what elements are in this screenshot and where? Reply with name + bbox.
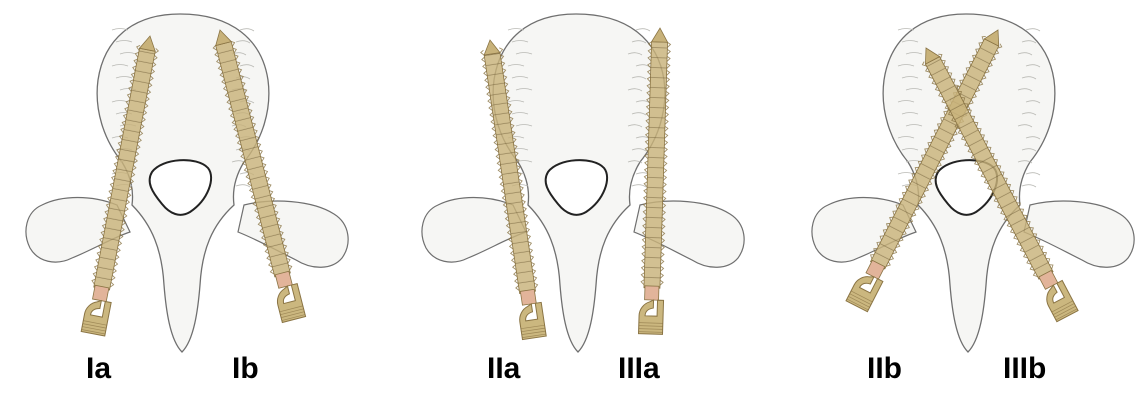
vertebra bbox=[422, 14, 744, 352]
label-ib: Ib bbox=[232, 352, 259, 386]
panel-ia-ib bbox=[26, 14, 348, 352]
label-iib: IIb bbox=[867, 352, 902, 386]
label-iiia: IIIa bbox=[618, 352, 660, 386]
label-iiib: IIIb bbox=[1003, 352, 1046, 386]
panel-iia-iiia bbox=[422, 14, 744, 352]
panel-iib-iiib bbox=[812, 14, 1134, 352]
label-iia: IIa bbox=[487, 352, 520, 386]
label-ia: Ia bbox=[86, 352, 111, 386]
